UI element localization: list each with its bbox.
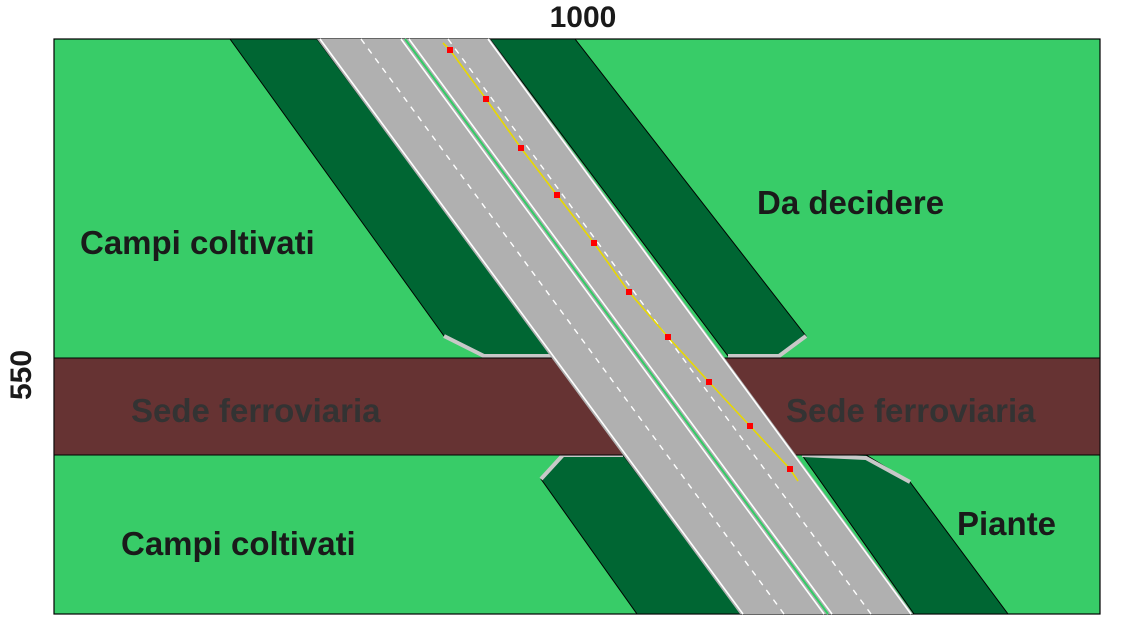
edge-line <box>728 334 808 358</box>
survey-point <box>518 145 524 151</box>
survey-point <box>706 379 712 385</box>
survey-point <box>626 289 632 295</box>
zone-label-railway-left: Sede ferroviaria <box>131 392 381 429</box>
width-dimension-label: 1000 <box>550 1 617 34</box>
zone-label-railway-right: Sede ferroviaria <box>786 392 1036 429</box>
height-dimension-label: 550 <box>5 350 38 400</box>
zone-label-top-left: Campi coltivati <box>80 224 315 261</box>
edge-line <box>801 453 911 484</box>
zone-label-top-right: Da decidere <box>757 184 944 221</box>
survey-point <box>787 466 793 472</box>
road-edge-line <box>400 38 825 615</box>
road-edge-line <box>319 38 744 615</box>
survey-point <box>747 423 753 429</box>
survey-points <box>447 47 793 472</box>
survey-point <box>447 47 453 53</box>
road-edge-line <box>408 38 833 615</box>
survey-point <box>483 96 489 102</box>
median-line <box>404 38 829 615</box>
road-edge-line <box>487 38 912 615</box>
survey-point <box>665 334 671 340</box>
zone-label-bottom-right: Piante <box>957 505 1056 542</box>
survey-point <box>554 192 560 198</box>
survey-point <box>591 240 597 246</box>
zone-label-bottom-left: Campi coltivati <box>121 525 356 562</box>
edge-line <box>443 334 553 358</box>
road-carriageway-left <box>317 39 828 614</box>
alignment-line <box>442 42 799 482</box>
